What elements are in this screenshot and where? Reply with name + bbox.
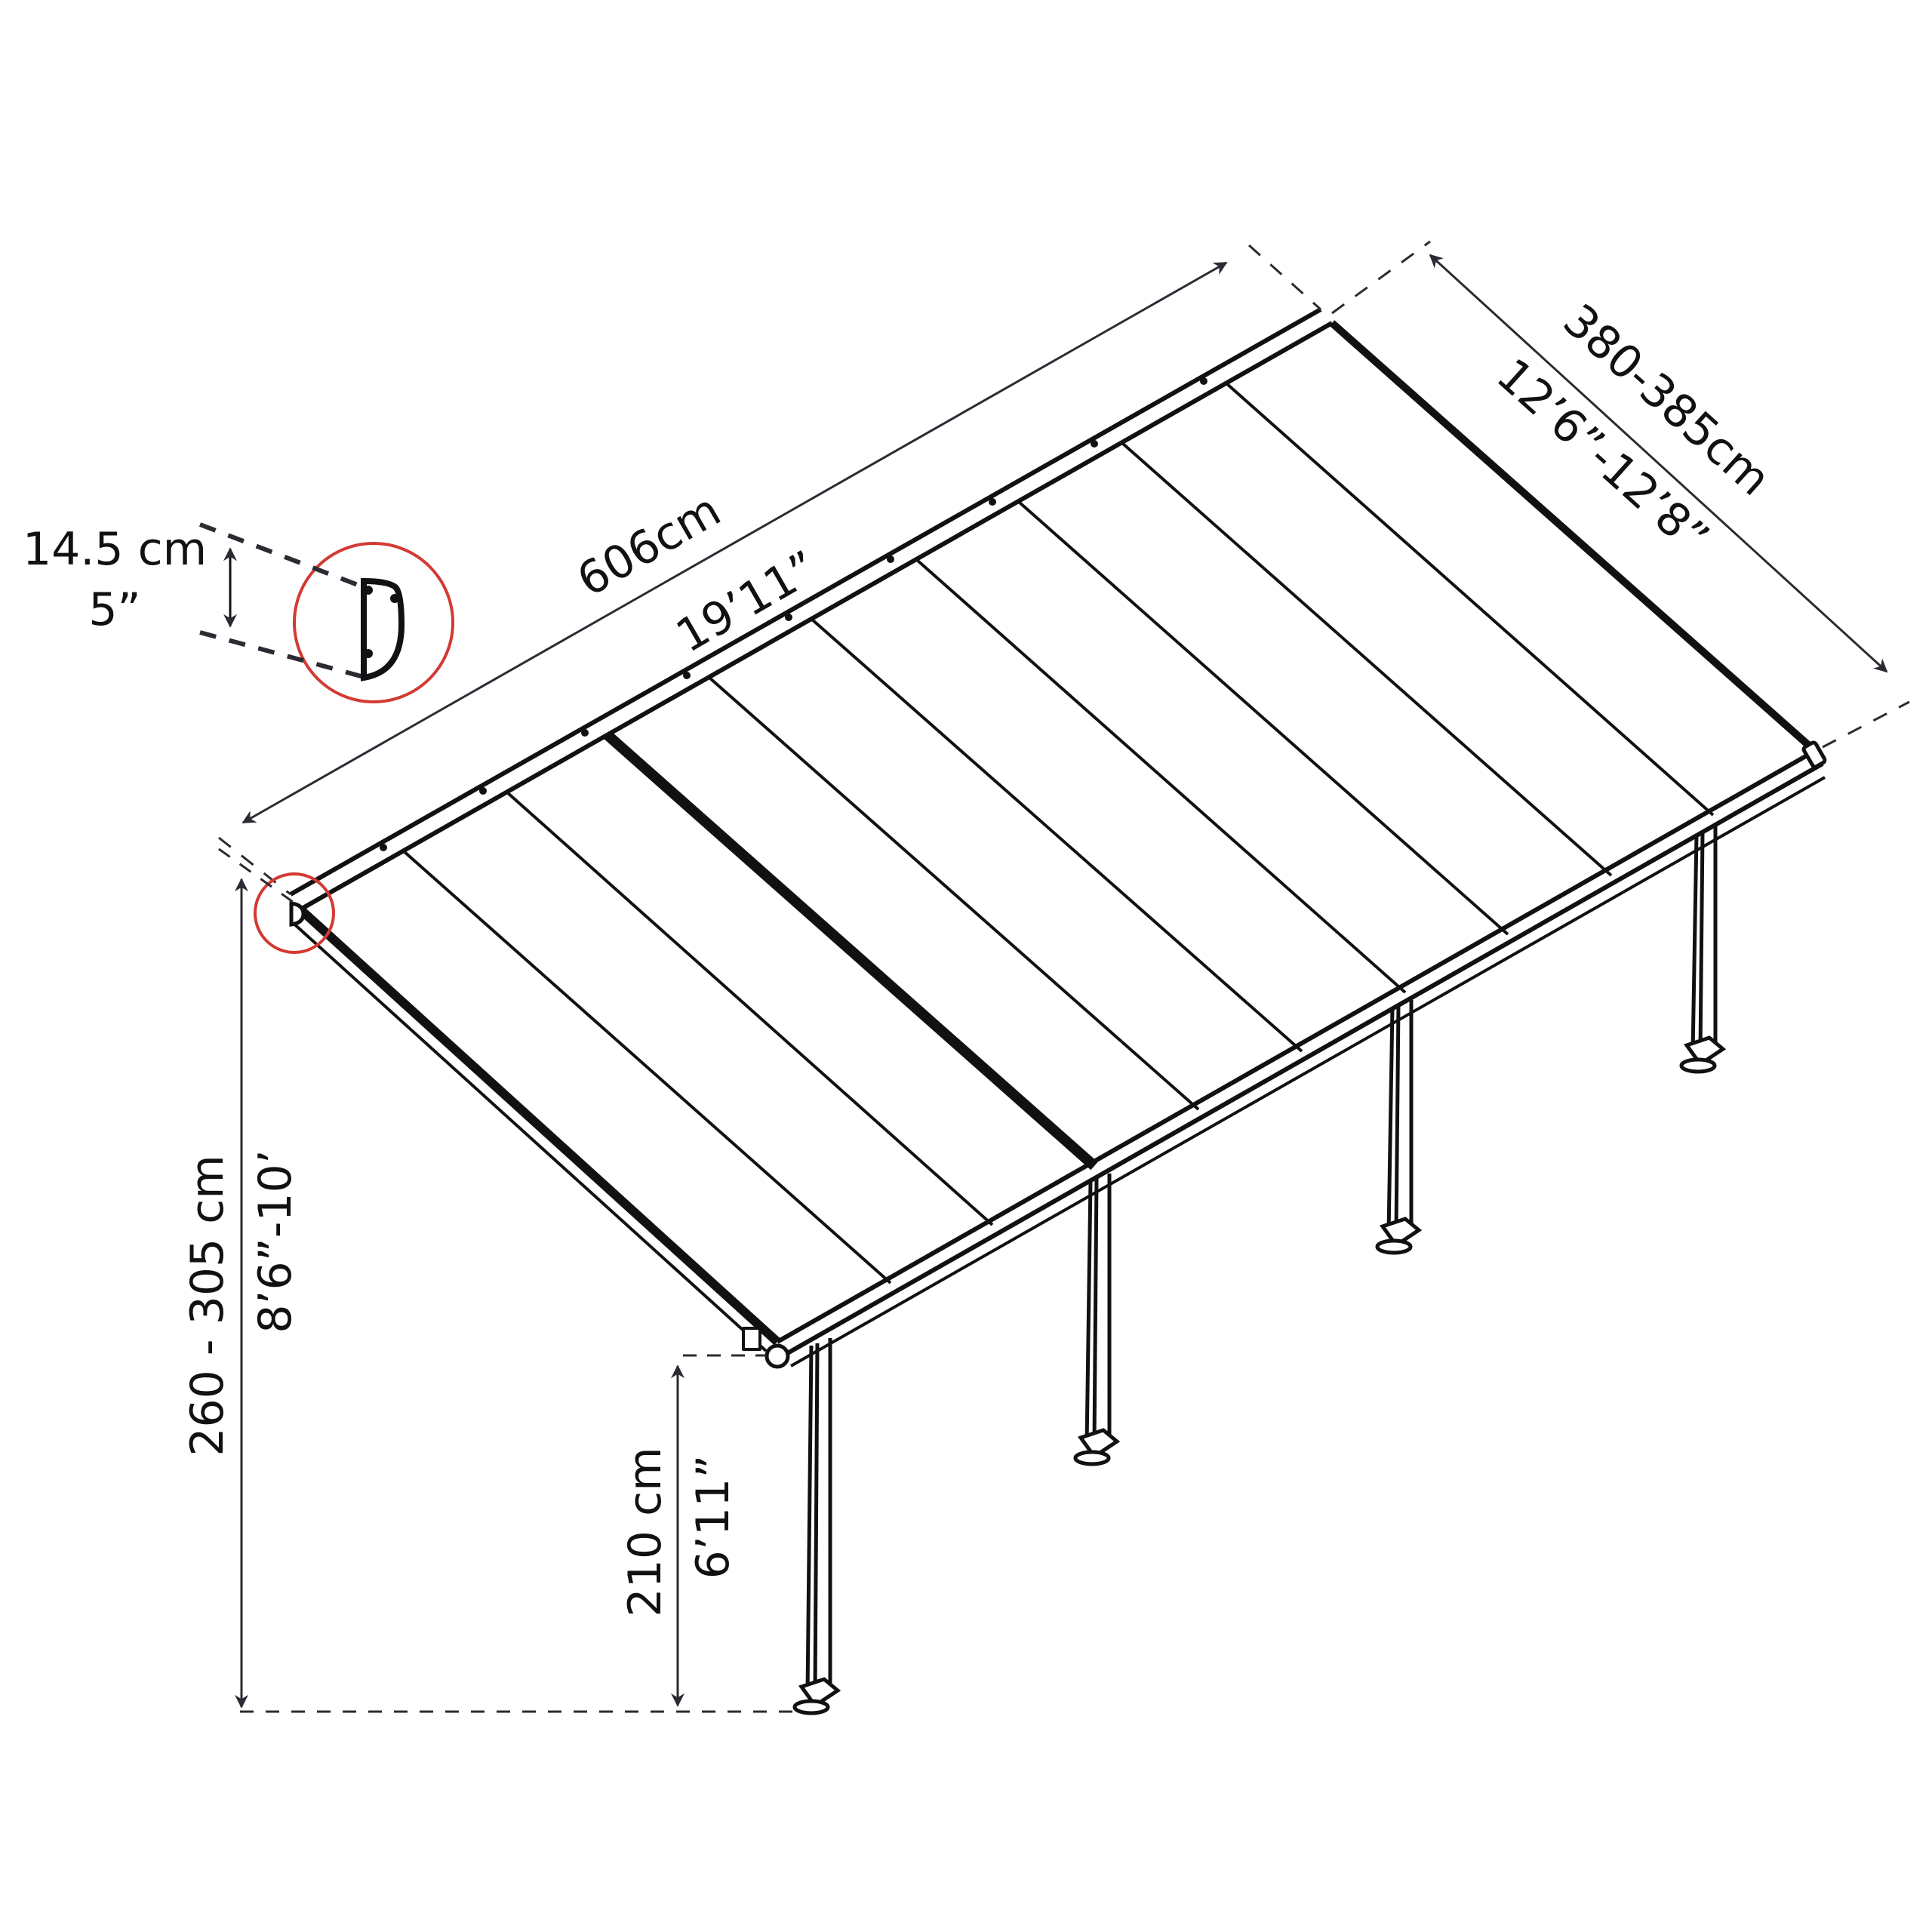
post-3	[1375, 1000, 1423, 1255]
gutter-height-metric-label: 210 cm	[619, 1447, 672, 1617]
profile-detail	[198, 522, 454, 954]
wall-height-imperial-label: 8’6”-10’	[249, 1149, 302, 1334]
wall-height-metric-label: 260 - 305 cm	[181, 1155, 234, 1456]
highlight-circle-large	[293, 542, 454, 703]
wall-height-dimension	[235, 878, 798, 1713]
profile-height-imperial-label: 5”	[88, 583, 140, 636]
post-4	[1679, 826, 1727, 1074]
profile-icon-small	[289, 901, 306, 927]
post-2	[1073, 1174, 1121, 1466]
width-dimension	[1331, 240, 1910, 749]
gutter-end-cap	[764, 1343, 790, 1369]
profile-height-metric-label: 14.5 cm	[23, 523, 207, 576]
posts	[792, 826, 1727, 1715]
post-1	[792, 1338, 841, 1715]
profile-icon-large	[361, 577, 405, 681]
length-metric-label: 606cm	[568, 484, 729, 608]
length-dimension	[218, 244, 1322, 896]
highlight-circle-small	[254, 872, 335, 954]
gutter-height-imperial-label: 6’11”	[687, 1455, 740, 1580]
gutter-height-dimension	[671, 1354, 766, 1707]
